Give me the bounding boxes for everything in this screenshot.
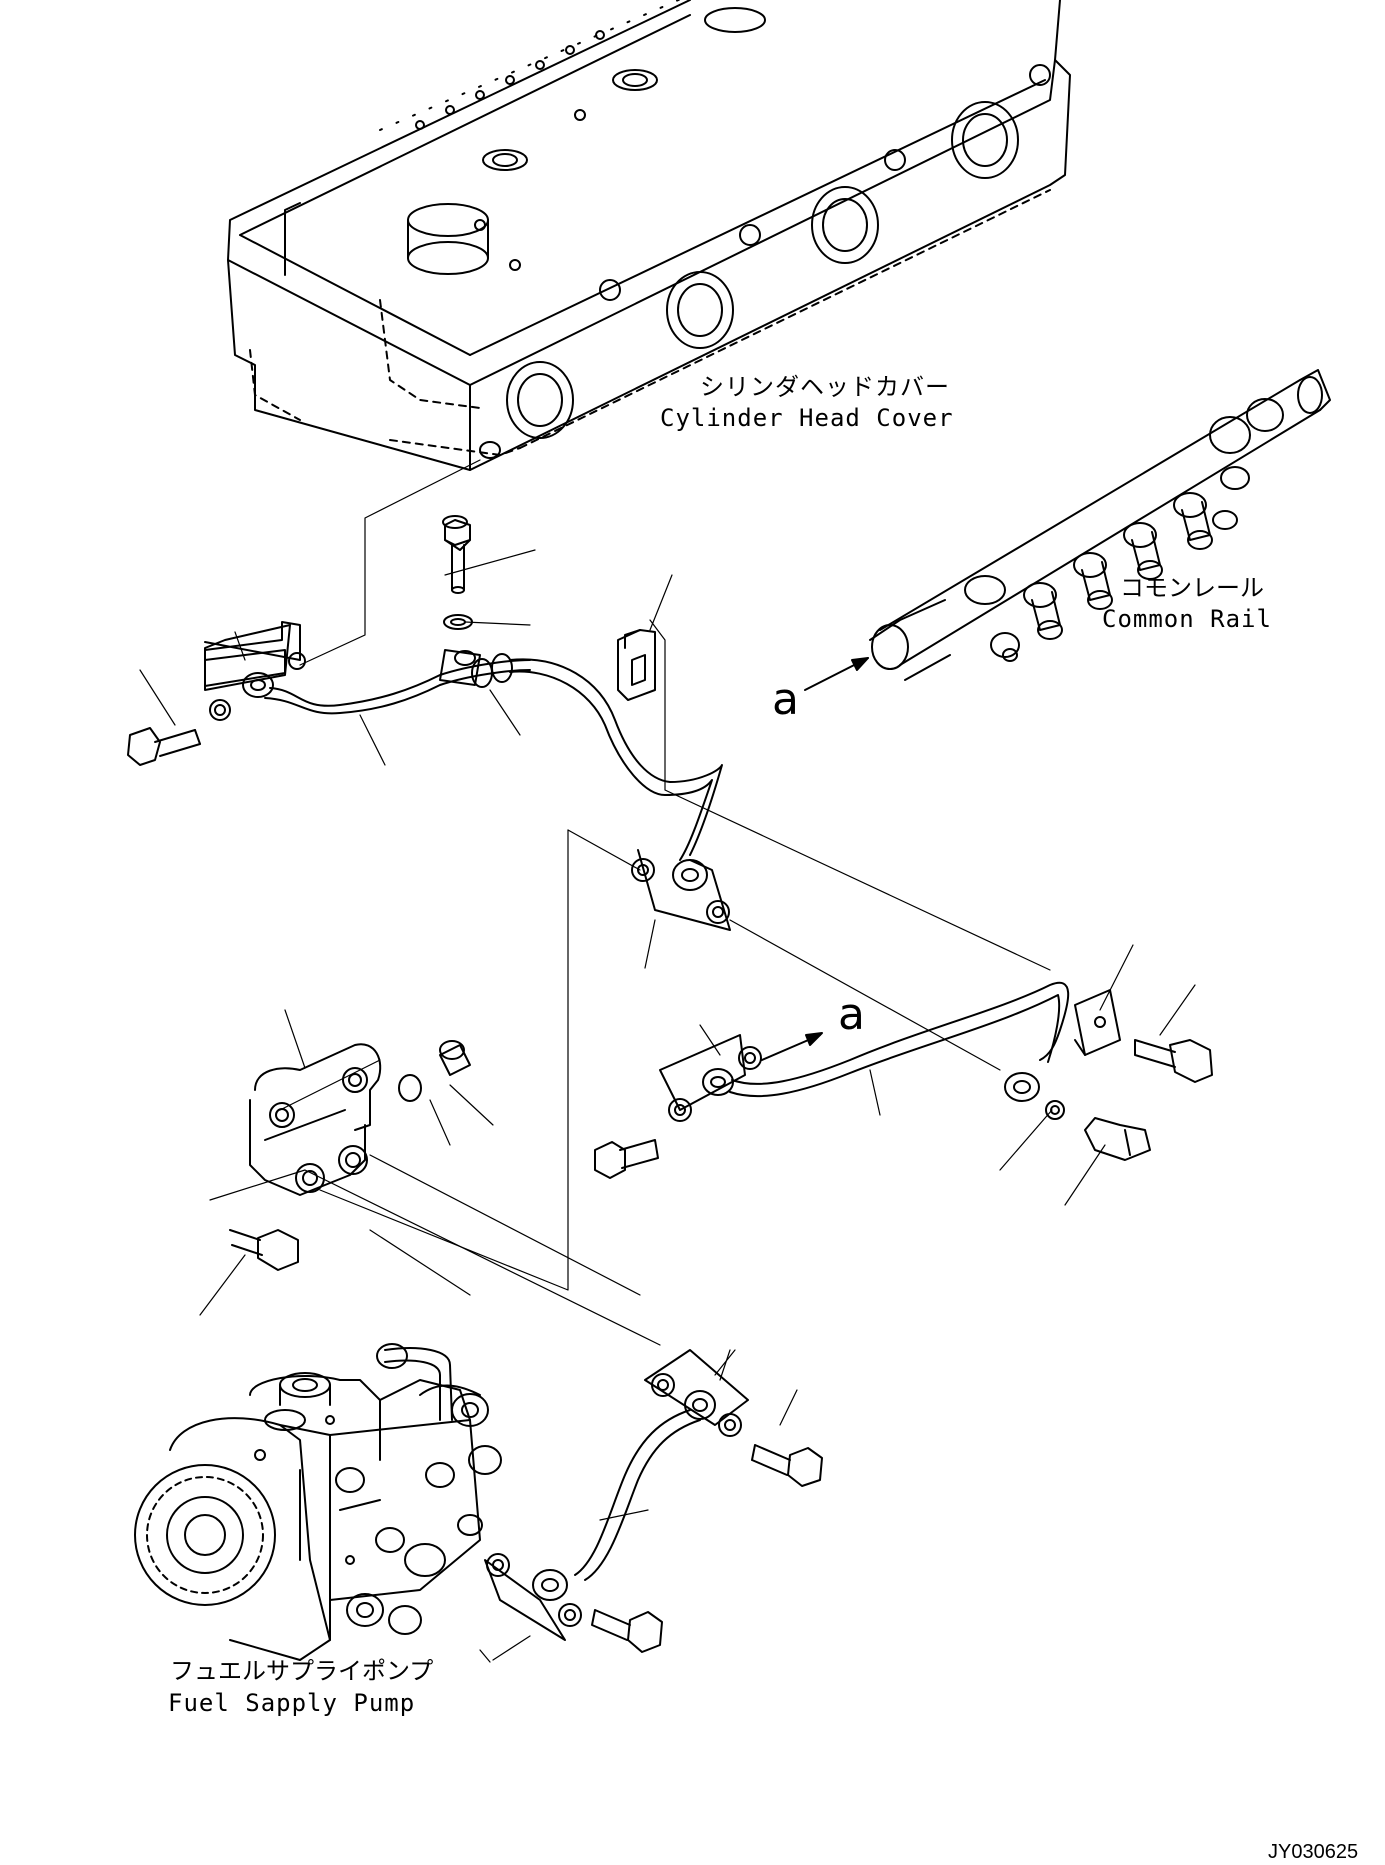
view-marker-a-top: a [772,674,799,725]
fuel-pipe-upper [127,515,723,891]
mounting-bracket [229,1040,471,1271]
common-rail-label-jp: コモンレール [1120,574,1264,602]
drawing-code: JY030625 [1268,1841,1359,1863]
cylinder-head-cover-label-en: Cylinder Head Cover [660,404,954,432]
fuel-pipe-lower [484,1349,823,1653]
fuel-supply-pump-label-jp: フュエルサプライポンプ [170,1657,434,1685]
fuel-pipe-middle [594,981,1213,1179]
fuel-supply-pump-label-en: Fuel Sapply Pump [168,1689,416,1717]
view-marker-a-mid: a [838,989,865,1040]
gasket-plate-mid [631,849,731,931]
view-arrow-a-top [804,657,869,691]
cylinder-head-cover [227,0,1071,471]
leader-lines [139,459,1196,1663]
cylinder-head-cover-label-jp: シリンダヘッドカバー [700,373,950,401]
common-rail-label-en: Common Rail [1102,605,1272,633]
common-rail [869,369,1331,681]
view-arrow-a-mid [761,1032,823,1061]
fuel-supply-pump [134,1343,502,1661]
